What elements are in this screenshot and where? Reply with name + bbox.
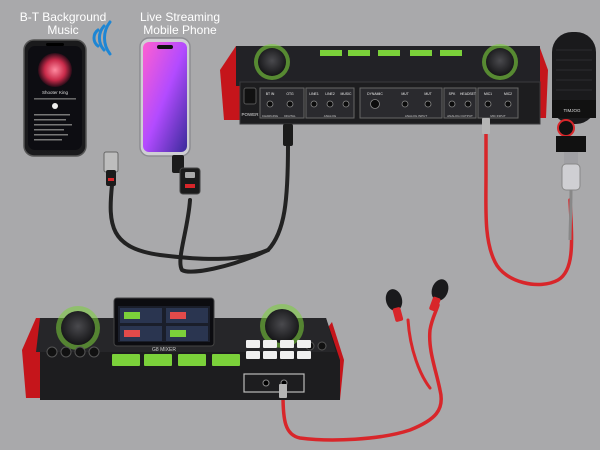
bluetooth-signal-icon <box>92 20 112 56</box>
mic-jack-plug <box>482 118 490 134</box>
bottom-left-knob <box>61 311 95 345</box>
usb-splitter <box>172 155 201 195</box>
port-mic1: MIC1 <box>484 92 492 96</box>
port-bt-in: BT IN <box>266 92 275 96</box>
mic-gain-knob <box>557 119 575 137</box>
bottom-mixer: G8 MIXER <box>22 297 344 400</box>
earphone-left-wire <box>406 318 432 390</box>
usb-c-cable-left <box>178 198 270 274</box>
mixer-port-panel: BT IN OTG LINE1 LINE2 MUSIC DYNAMIC MUT … <box>259 87 519 119</box>
live-streaming-phone <box>139 37 191 157</box>
mic-red-cable <box>484 128 574 287</box>
bt-label-line1: B-T Background <box>19 10 107 24</box>
usb-a-plug <box>103 151 119 186</box>
usb-c-plug-top <box>283 124 293 146</box>
port-line1: LINE1 <box>309 92 319 96</box>
group-analog: ANALOG <box>324 114 337 118</box>
port-mic2: MIC2 <box>504 92 512 96</box>
bt-music-phone: Shooter King <box>23 39 87 157</box>
port-otg: OTG <box>286 92 294 96</box>
port-music: MUSIC <box>341 92 352 96</box>
port-dynamic: DYNAMIC <box>367 92 383 96</box>
bottom-right-knob <box>265 309 299 343</box>
microphone: TIMJOG <box>552 32 596 241</box>
earphones <box>385 279 449 322</box>
bt-background-music-label: B-T Background Music <box>8 11 118 37</box>
top-mixer: POWER BT IN OTG LINE1 LINE2 MUSIC DYNAMI… <box>220 44 548 146</box>
port-spk: SPK <box>449 92 457 96</box>
earphone-jack-plug <box>279 384 287 398</box>
live-label-line2: Mobile Phone <box>143 23 217 37</box>
play-icon <box>52 103 58 109</box>
bt-label-line2: Music <box>47 23 79 37</box>
group-mic-input: MIC INPUT <box>490 114 506 118</box>
top-right-knob <box>486 48 514 76</box>
phone-song-title: Shooter King <box>42 90 69 95</box>
live-label-line1: Live Streaming <box>139 10 221 24</box>
mic-brand: TIMJOG <box>564 108 581 113</box>
group-analog-input: ANALOG INPUT <box>405 114 428 118</box>
live-streaming-phone-label: Live Streaming Mobile Phone <box>136 11 224 37</box>
white-keypad <box>246 340 311 359</box>
port-mut-2: MUT <box>424 92 431 96</box>
port-mut-1: MUT <box>401 92 408 96</box>
usb-a-cable <box>108 183 270 261</box>
port-headset: HEADSET <box>460 92 476 96</box>
mixer-display-panels <box>120 308 208 341</box>
group-charging: CHARGING <box>262 114 279 118</box>
power-label: POWER <box>241 112 259 117</box>
album-art <box>38 53 72 87</box>
green-pads <box>112 354 240 366</box>
group-digital: DIGITAL <box>284 114 296 118</box>
mixer-screen-label: G8 MIXER <box>152 347 176 353</box>
top-left-knob <box>258 48 286 76</box>
earphone-red-cable <box>281 303 443 442</box>
group-analog-output: ANALOG OUTPUT <box>447 114 473 118</box>
port-line2: LINE2 <box>325 92 335 96</box>
usb-c-cable-main <box>266 143 290 252</box>
